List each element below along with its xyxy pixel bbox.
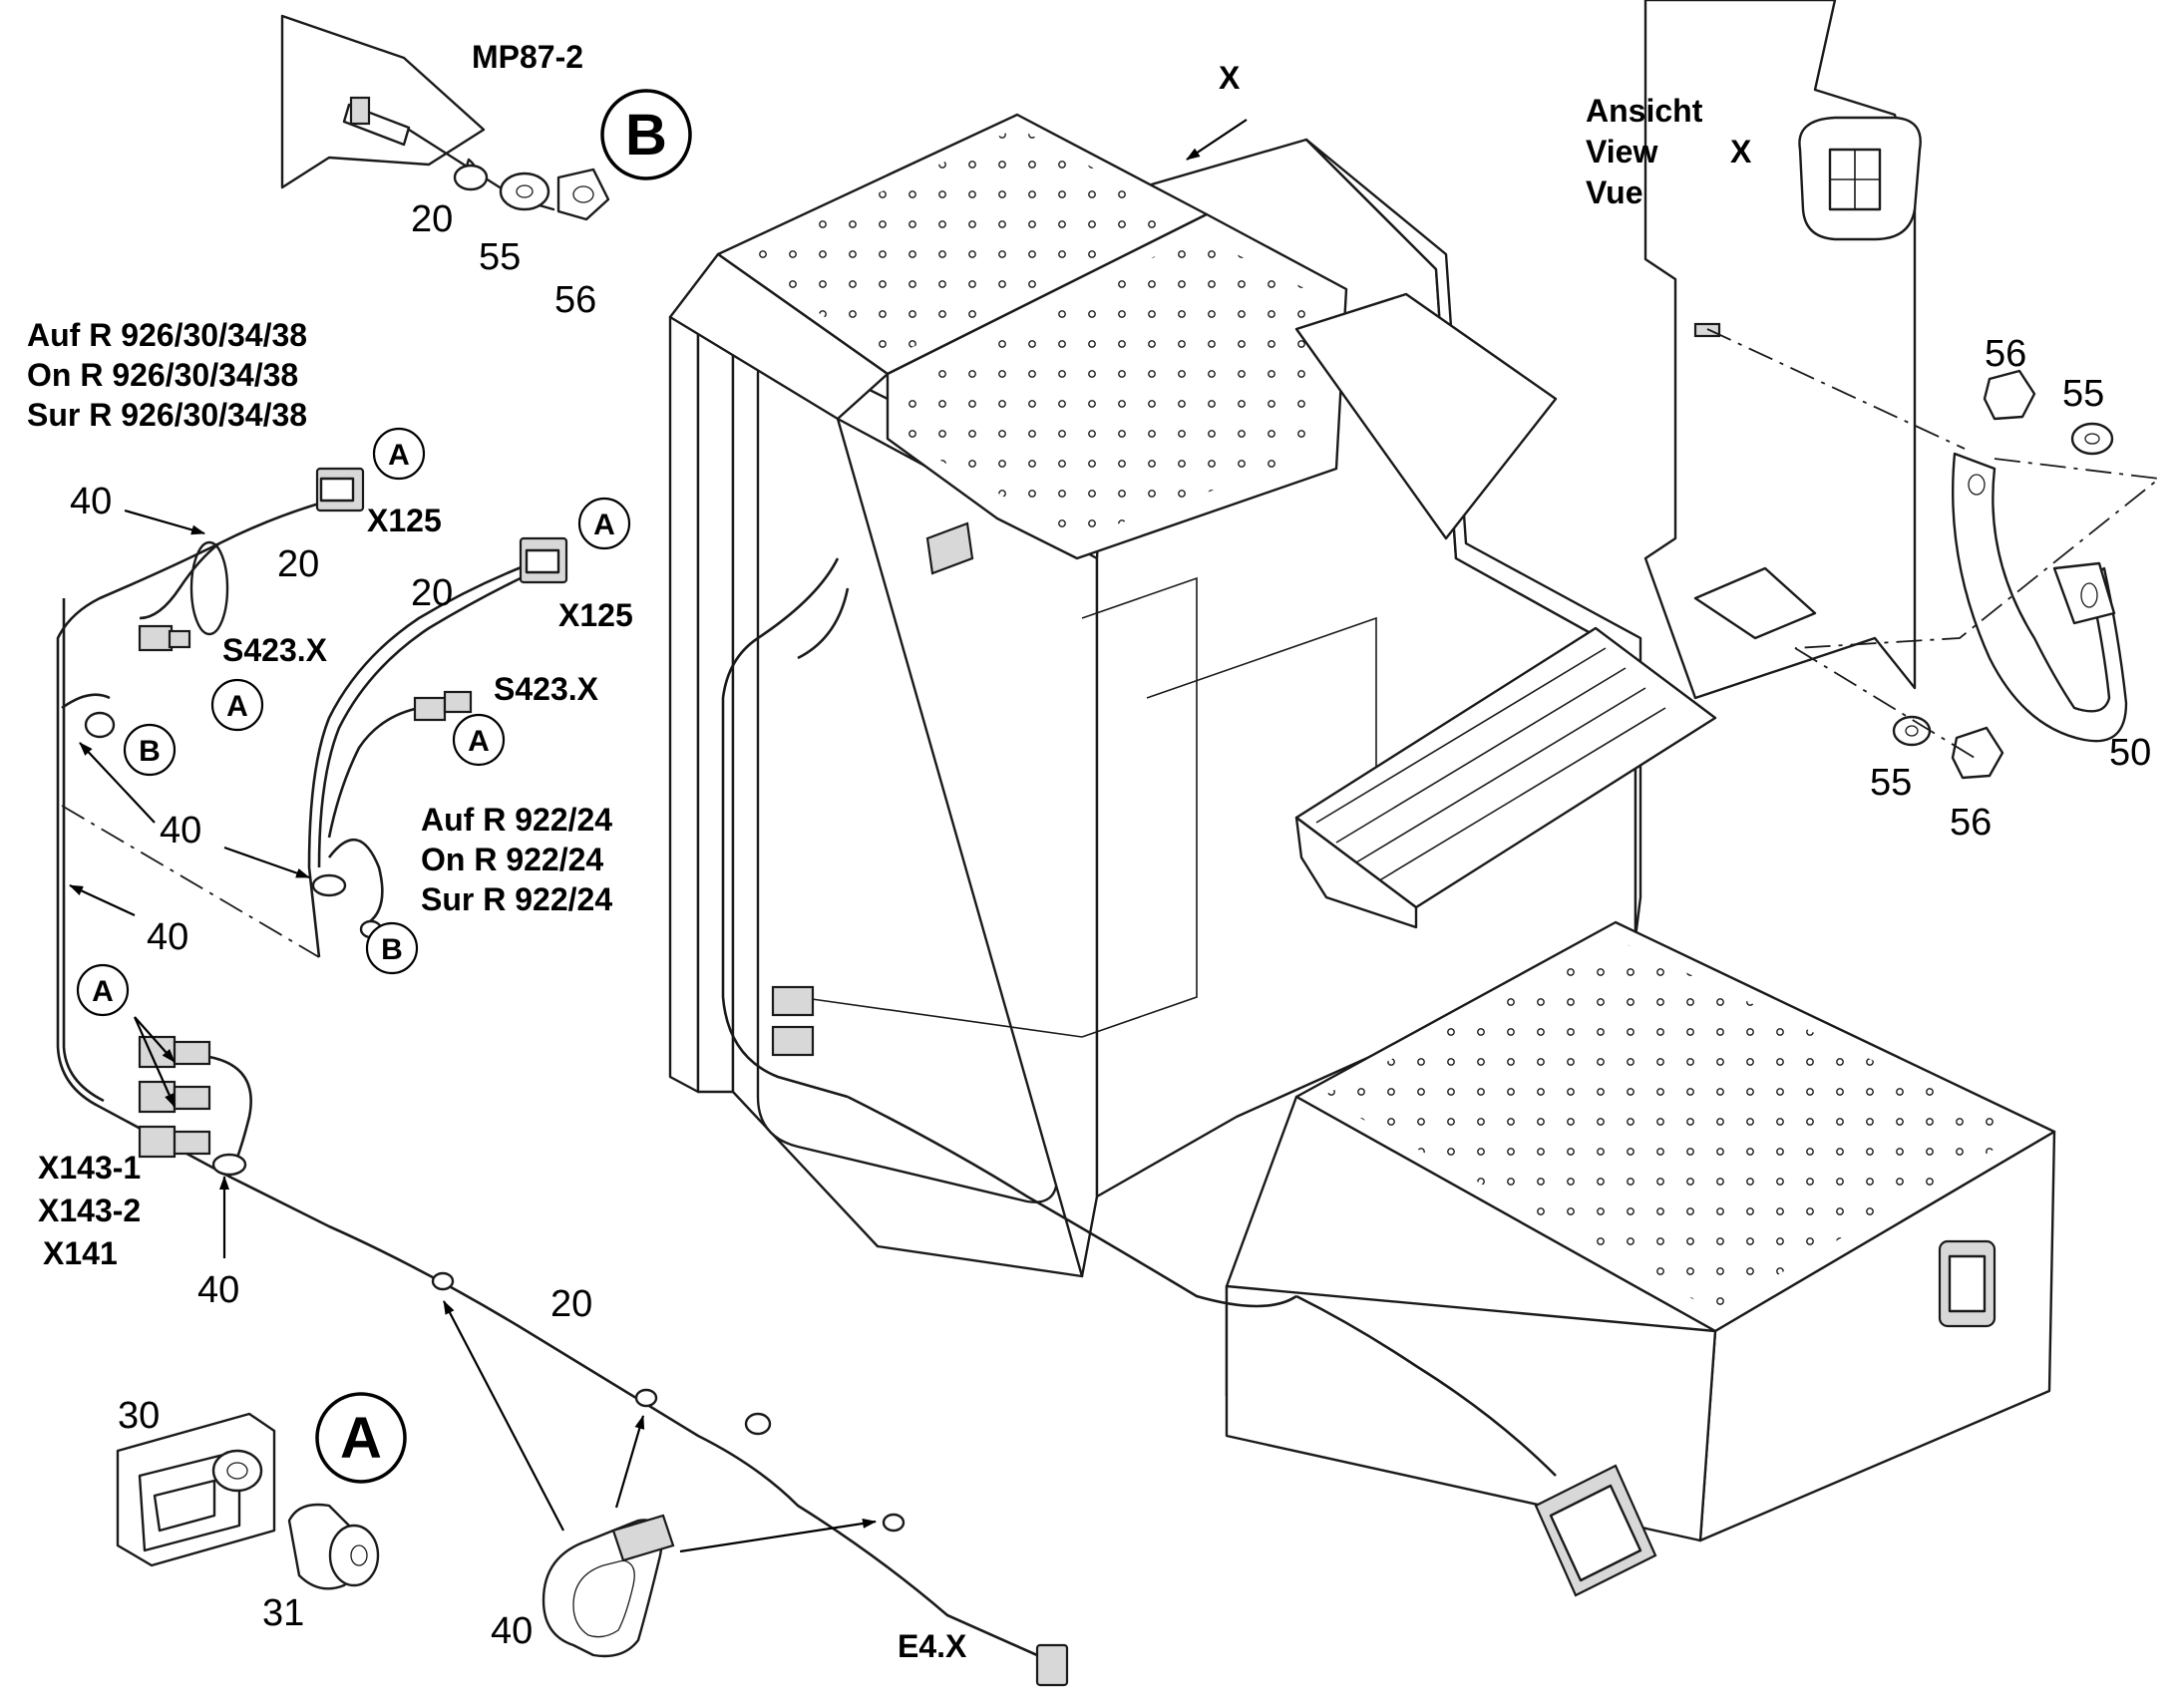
bubble-b-large: B	[123, 723, 177, 777]
part-55-detail-b: 55	[479, 236, 521, 278]
connector-s423-small: S423.X	[494, 671, 599, 707]
small-models-line-2: On R 922/24	[421, 842, 603, 877]
leader-arrows	[69, 119, 1248, 1553]
view-label-line-1: Ansicht	[1586, 93, 1703, 129]
bubble-detail-b: B	[600, 89, 692, 180]
p-clamp-50	[1952, 452, 2128, 743]
part-40-lower: 40	[147, 916, 188, 958]
view-arrow-letter: X	[1219, 60, 1241, 96]
cab-harness	[721, 521, 1297, 1308]
bubble-detail-a-letter: A	[340, 1406, 382, 1471]
work-lamp-e4	[1295, 1294, 1657, 1597]
fasteners-view-x	[1892, 369, 2114, 780]
bubble-a-x125-large: A	[372, 427, 426, 481]
large-models-line-3: Sur R 926/30/34/38	[27, 397, 307, 433]
bubble-a-s423-small: A	[452, 713, 506, 767]
part-20-large: 20	[277, 543, 319, 585]
svg-text:A: A	[593, 509, 615, 541]
part-55-view-x-top: 55	[2062, 373, 2104, 415]
small-models-line-1: Auf R 922/24	[421, 802, 612, 838]
part-56-view-x-bottom: 56	[1950, 802, 1992, 844]
svg-text:A: A	[226, 690, 248, 723]
cab-frame	[668, 113, 1642, 1278]
large-models-line-1: Auf R 926/30/34/38	[27, 317, 307, 353]
svg-text:B: B	[139, 735, 161, 768]
small-models-line-3: Sur R 922/24	[421, 881, 612, 917]
svg-text:A: A	[92, 975, 114, 1008]
svg-text:A: A	[388, 439, 410, 472]
harness-small-models	[307, 536, 568, 958]
detail-a-parts	[116, 1412, 675, 1658]
bubble-a-s423-large: A	[210, 678, 264, 732]
part-40-mid: 40	[160, 810, 201, 852]
view-letter: X	[1730, 134, 1752, 170]
part-31: 31	[262, 1592, 304, 1634]
part-20-detail-b: 20	[411, 198, 453, 240]
mp-label: MP87-2	[472, 39, 583, 75]
connector-x125-small: X125	[558, 597, 633, 633]
bubble-detail-a: A	[315, 1392, 407, 1484]
view-label-line-3: Vue	[1586, 174, 1643, 210]
part-40-clip: 40	[491, 1610, 533, 1652]
detail-b-frame	[280, 14, 610, 221]
connector-x143-1: X143-1	[38, 1150, 141, 1186]
bubble-a-x125-small: A	[577, 497, 631, 550]
part-56-detail-b: 56	[554, 279, 596, 321]
part-30: 30	[118, 1395, 160, 1437]
part-40-top: 40	[70, 481, 112, 522]
part-55-view-x-bottom: 55	[1870, 762, 1912, 804]
part-40-x143: 40	[197, 1269, 239, 1311]
connector-x143-2: X143-2	[38, 1193, 141, 1228]
large-models-line-2: On R 926/30/34/38	[27, 357, 298, 393]
connector-x125-large: X125	[367, 503, 442, 538]
connector-s423-large: S423.X	[222, 632, 328, 668]
bubble-detail-b-letter: B	[625, 103, 667, 168]
harness-large-models	[56, 467, 1069, 1687]
step-ladder	[1294, 626, 1717, 929]
part-20-small: 20	[411, 572, 453, 614]
view-x-detail	[1643, 0, 1922, 700]
svg-text:B: B	[381, 933, 403, 966]
connector-e4: E4.X	[898, 1628, 967, 1664]
part-50: 50	[2109, 732, 2151, 774]
svg-text:A: A	[468, 725, 490, 758]
bubble-a-x143: A	[76, 963, 130, 1017]
view-label-line-2: View	[1586, 134, 1657, 170]
connector-x141: X141	[43, 1235, 118, 1271]
bubble-b-small: B	[365, 921, 419, 975]
part-56-view-x-top: 56	[1985, 333, 2026, 375]
part-20-bottom: 20	[550, 1283, 592, 1325]
